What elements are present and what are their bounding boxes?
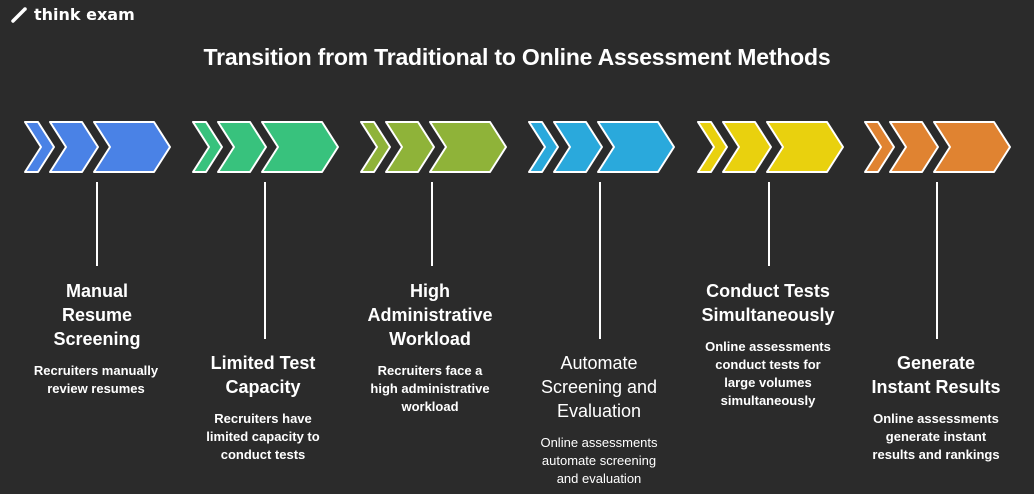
chevron-large [933,121,1011,173]
chevron-large [766,121,844,173]
chevron-large [93,121,171,173]
chevron-small [24,121,55,173]
chevron-small [697,121,728,173]
connector-line [768,182,770,266]
chevron-arrows-icon [528,121,675,173]
page-title: Transition from Traditional to Online As… [203,44,831,70]
chevron-medium [385,121,435,173]
brand-name: think exam [34,5,135,24]
chevron-arrows-icon [864,121,1011,173]
chevron-medium [722,121,772,173]
chevron-small [360,121,391,173]
chevron-small [864,121,895,173]
chevron-medium [217,121,267,173]
connector-line [264,182,266,339]
chevron-small [192,121,223,173]
chevron-small [528,121,559,173]
chevron-medium [49,121,99,173]
connector-line [96,182,98,266]
chevron-arrows-icon [697,121,844,173]
brand-logo: think exam [10,5,135,24]
chevron-large [261,121,339,173]
chevron-arrows-icon [192,121,339,173]
chevron-large [597,121,675,173]
connector-line [936,182,938,339]
connector-line [431,182,433,266]
chevron-arrows-icon [360,121,507,173]
chevron-medium [553,121,603,173]
chevron-large [429,121,507,173]
chevron-arrows-icon [24,121,171,173]
pen-stroke-logo-icon [11,6,27,23]
chevron-medium [889,121,939,173]
connector-line [599,182,601,339]
